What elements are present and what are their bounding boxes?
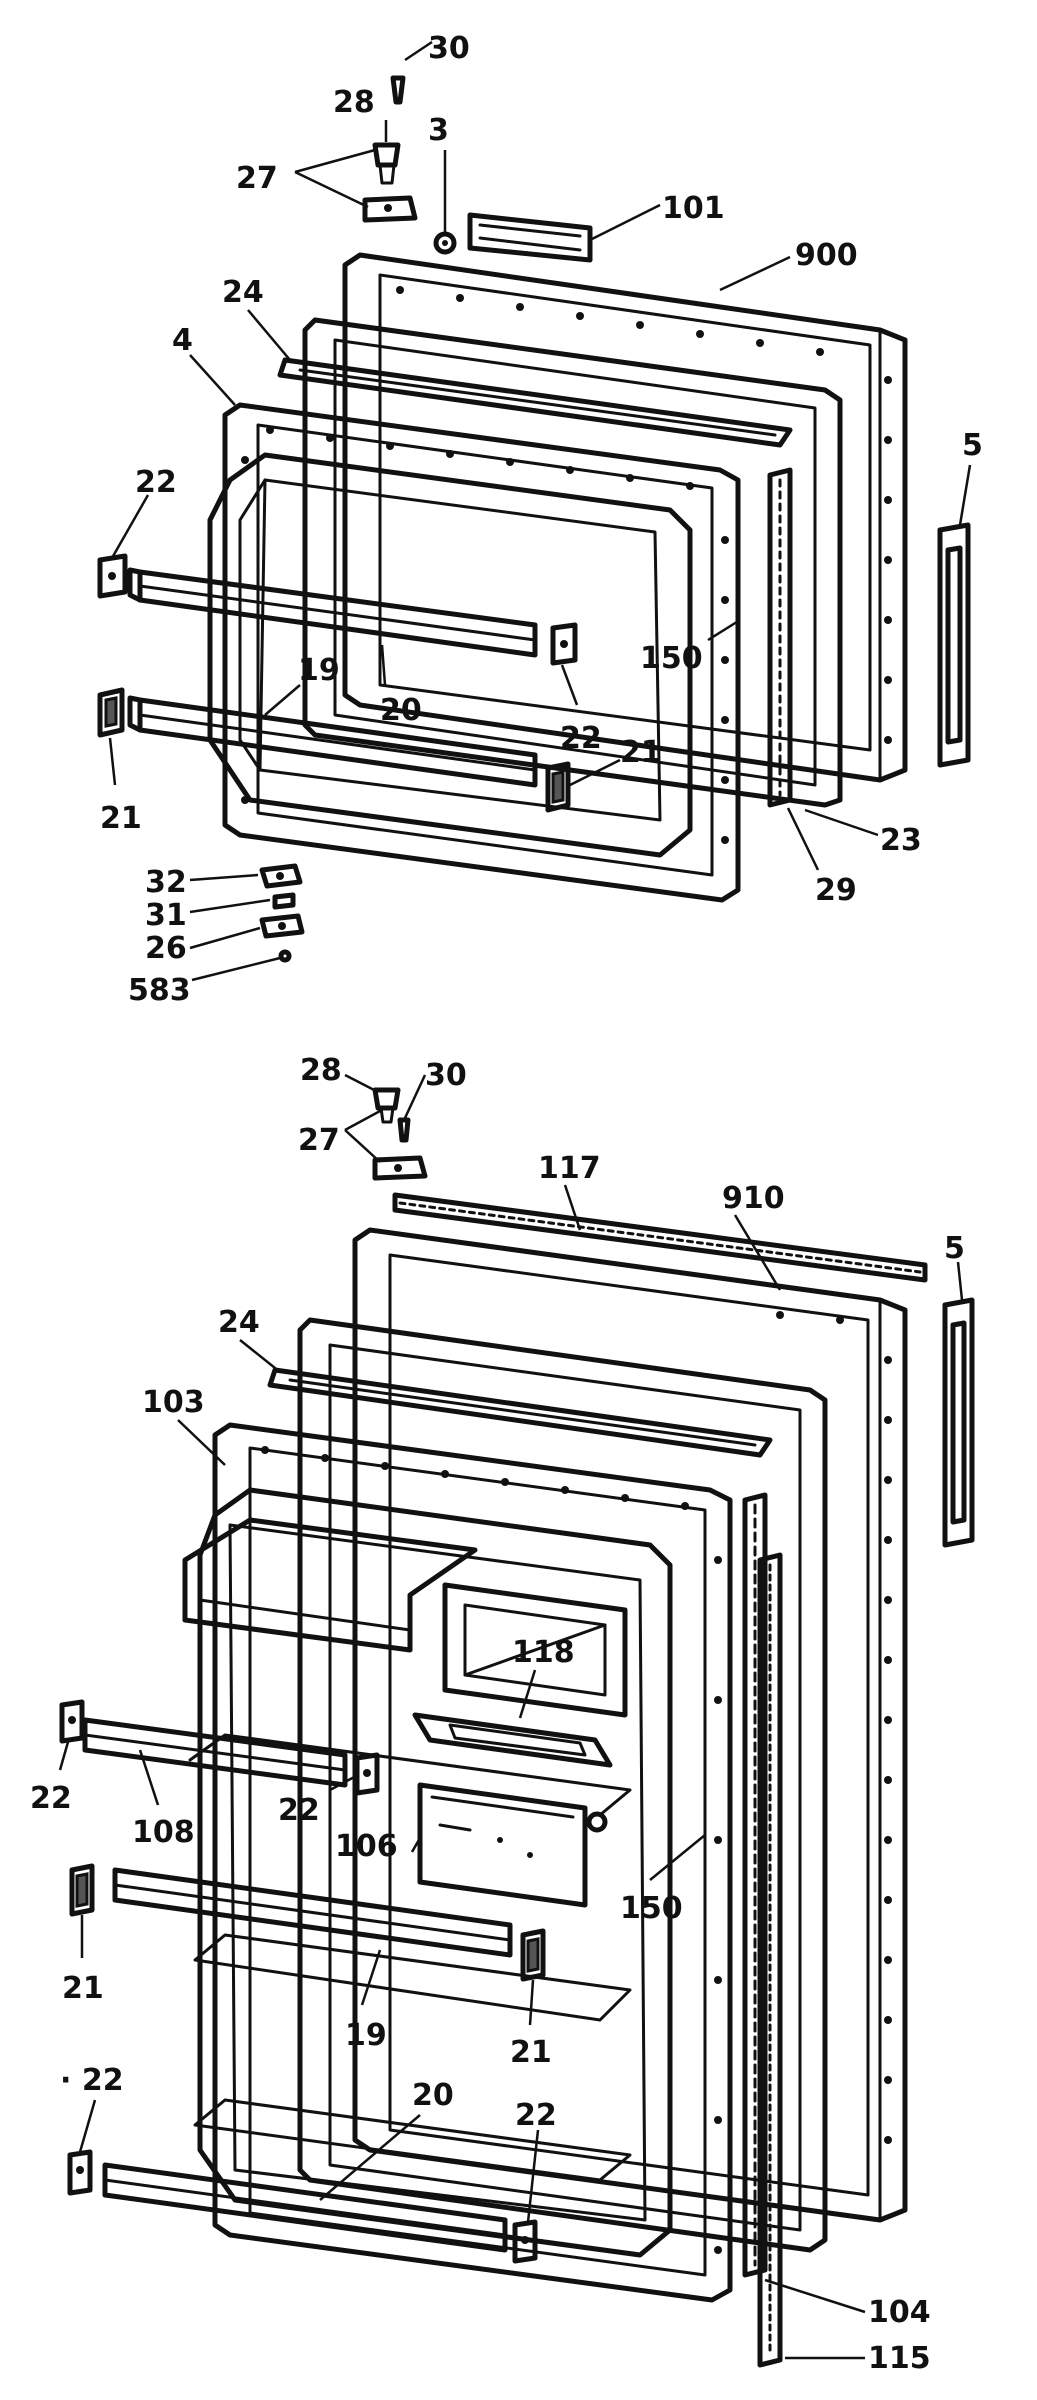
- upper-callouts: 30 28 3 27 101 900 24 4 5 22 150 19 20 2…: [100, 31, 983, 1008]
- compartment-cover-106: [417, 1782, 608, 1908]
- callout-910: 910: [722, 1181, 785, 1216]
- screw-30-upper: [390, 75, 406, 105]
- callout-21: 21: [62, 1971, 104, 2006]
- callout-3: 3: [428, 113, 449, 148]
- screw-3: [433, 231, 457, 255]
- shelf-clip-21-a: [69, 1863, 95, 1917]
- callout-22: 22: [278, 1793, 320, 1828]
- callout-23: 23: [880, 823, 922, 858]
- door-bins: [188, 1733, 632, 2182]
- callout-20: 20: [412, 2078, 454, 2113]
- door-gasket-103: [212, 1422, 733, 2303]
- callout-31: 31: [145, 898, 187, 933]
- gasket-holes-lower: [261, 1446, 722, 2254]
- shelf-clip-22-right: [550, 622, 578, 666]
- shelf-clip-22-a: [59, 1699, 85, 1744]
- shelf-clip-22-left: [97, 553, 128, 599]
- shelf-clip-21-right: [545, 761, 571, 813]
- callout-117: 117: [538, 1151, 601, 1186]
- panel-screw-holes: [776, 1311, 892, 2144]
- callout-22: 22: [30, 1781, 72, 1816]
- shelf-bar-108: [82, 1717, 348, 1788]
- upper-door-shelf-bar-19: [127, 695, 538, 788]
- callout-28: 28: [333, 85, 375, 120]
- callout-22: 22: [135, 465, 177, 500]
- callout-27: 27: [298, 1123, 340, 1158]
- shelf-clip-22-d: [512, 2219, 538, 2264]
- shelf-clip-22-c: [67, 2149, 93, 2196]
- callout-150: 150: [620, 1891, 683, 1926]
- dairy-shelf: [182, 1517, 478, 1653]
- callout-104: 104: [868, 2295, 931, 2330]
- upper-door-assembly: 30 28 3 27 101 900 24 4 5 22 150 19 20 2…: [97, 31, 983, 1008]
- screw-30-lower: [397, 1117, 411, 1143]
- callout-118: 118: [512, 1635, 575, 1670]
- upper-door-shelf-bar-20: [127, 567, 538, 658]
- gasket-holes: [241, 426, 729, 844]
- lower-callouts: 28 30 27 117 910 5 24 103 118 22 108 22 …: [30, 1053, 965, 2376]
- top-shelf-24: [277, 357, 793, 448]
- callout-29: 29: [815, 873, 857, 908]
- shelf-bar-20-lower: [102, 2162, 508, 2253]
- shelf-clip-21-left: [97, 687, 125, 738]
- outer-door-panel: [342, 252, 908, 783]
- door-liner-frame-lower: [297, 1317, 828, 2253]
- callout-5: 5: [962, 428, 983, 463]
- callout-30: 30: [425, 1058, 467, 1093]
- breaker-strip-29: [767, 467, 793, 808]
- callout-101: 101: [662, 191, 725, 226]
- inner-liner: [207, 452, 693, 858]
- callout-21: 21: [100, 801, 142, 836]
- callout-103: 103: [142, 1385, 205, 1420]
- top-shelf-24-lower: [267, 1367, 773, 1458]
- callout-21: 21: [510, 2035, 552, 2070]
- callout-26: 26: [145, 931, 187, 966]
- callout-30: 30: [428, 31, 470, 66]
- callout-5: 5: [944, 1231, 965, 1266]
- callout-4: 4: [172, 323, 193, 358]
- callout-24: 24: [222, 275, 264, 310]
- lower-leader-lines: [58, 1073, 964, 2360]
- shelf-bar-19-lower: [112, 1867, 513, 1958]
- door-gasket-4: [222, 402, 741, 903]
- lower-door-assembly: 28 30 27 117 910 5 24 103 118 22 108 22 …: [30, 1053, 975, 2376]
- callout-22: 22: [515, 2098, 557, 2133]
- shelf-clip-22-b: [354, 1752, 380, 1796]
- callout-21: 21: [620, 735, 662, 770]
- butter-tray-118: [412, 1712, 613, 1768]
- callout-583: 583: [128, 973, 191, 1008]
- callout-108: 108: [132, 1815, 195, 1850]
- callout-32: 32: [145, 865, 187, 900]
- callout-150: 150: [640, 641, 703, 676]
- inner-liner-lower: [197, 1487, 673, 2258]
- callout-27: 27: [236, 161, 278, 196]
- callout-28: 28: [300, 1053, 342, 1088]
- callout-22: 22: [560, 721, 602, 756]
- top-trim-strip-117: [392, 1192, 928, 1283]
- callout-20: 20: [380, 693, 422, 728]
- callout-19: 19: [345, 2018, 387, 2053]
- bushing-28-lower: [372, 1087, 401, 1124]
- breaker-strip-115: [757, 1552, 783, 2368]
- hinge-pin-plate-27-lower: [372, 1155, 428, 1181]
- callout-22: · 22: [60, 2063, 124, 2098]
- callout-19: 19: [298, 653, 340, 688]
- callout-106: 106: [335, 1829, 398, 1864]
- callout-115: 115: [868, 2341, 931, 2376]
- upper-leader-lines: [108, 40, 972, 982]
- door-handle-5-lower: [942, 1297, 975, 1548]
- callout-900: 900: [795, 238, 858, 273]
- panel-screw-holes: [396, 286, 892, 744]
- outer-door-panel-910: [352, 1227, 908, 2223]
- breaker-strip-104: [742, 1492, 768, 2278]
- door-handle-5-upper: [937, 522, 971, 768]
- butter-compartment: [442, 1582, 628, 1718]
- callout-24: 24: [218, 1305, 260, 1340]
- hinge-pin-plate-27-upper: [362, 195, 418, 223]
- top-hinge-cover-101: [467, 212, 593, 263]
- hinge-parts-bottom-upper: [259, 863, 305, 963]
- shelf-clip-21-b: [520, 1928, 546, 1982]
- bushing-28-upper: [372, 142, 401, 185]
